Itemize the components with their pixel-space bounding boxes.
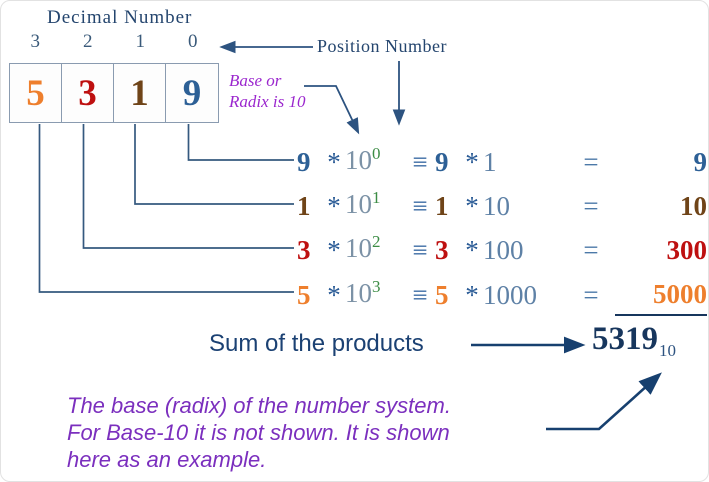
eq3-exponent: 3 <box>372 277 381 296</box>
eq1-exponent: 1 <box>372 188 381 207</box>
digit-cell-3: 3 <box>62 64 114 122</box>
eq1-power-term: 101 <box>345 184 405 228</box>
base-10-text: 10 <box>345 233 372 263</box>
sum-of-products-label: Sum of the products <box>209 330 424 357</box>
eq3-result: 5000 <box>615 274 707 316</box>
connector-digit-1 <box>134 124 294 205</box>
eq2-power-term: 102 <box>345 228 405 272</box>
radix-footnote: The base (radix) of the number system. F… <box>67 392 451 473</box>
eq1-digit: 1 <box>297 191 311 221</box>
multiply-symbol: * <box>327 280 341 310</box>
eq3-power-term: 103 <box>345 273 405 317</box>
eq2-digit: 3 <box>297 235 311 265</box>
eq2-result: 300 <box>666 235 708 265</box>
multiply-symbol: * <box>465 235 479 265</box>
digit-cell-9: 9 <box>182 72 202 114</box>
equivalence-symbol: ≡ <box>412 235 428 265</box>
equivalence-symbol: ≡ <box>412 280 428 310</box>
equivalence-symbol: ≡ <box>412 147 428 177</box>
multiply-symbol: * <box>465 191 479 221</box>
equation-row-0: 9 * 100 ≡ 9 * 1 = 9 <box>297 140 707 180</box>
equals-symbol: = <box>583 147 599 177</box>
base-10-text: 10 <box>345 189 372 219</box>
radix-footnote-line1: The base (radix) of the number system. <box>67 393 451 418</box>
connector-digit-9 <box>187 124 294 161</box>
equation-row-1: 1 * 101 ≡ 1 * 10 = 10 <box>297 184 707 224</box>
eq1-digit-repeat: 1 <box>435 191 449 221</box>
eq2-digit-repeat: 3 <box>435 235 449 265</box>
eq0-result: 9 <box>693 147 708 177</box>
position-label-0: 0 <box>188 31 198 52</box>
base-radix-note-line2: Radix is 10 <box>229 92 306 111</box>
sum-result-value: 5319 <box>592 321 658 357</box>
multiply-symbol: * <box>327 235 341 265</box>
base-radix-note-line1: Base or <box>229 71 282 90</box>
digit-box: 5 3 1 9 <box>9 63 219 123</box>
base-radix-note: Base or Radix is 10 <box>229 70 306 112</box>
connector-digit-3 <box>82 124 294 249</box>
eq3-digit: 5 <box>297 280 311 310</box>
sum-result-base-subscript: 10 <box>659 341 676 360</box>
radix-footnote-line2: For Base-10 it is not shown. It is shown <box>67 420 450 445</box>
eq1-multiplier: 10 <box>483 191 510 221</box>
position-label-2: 2 <box>83 31 93 52</box>
base-radix-arrow <box>304 85 360 135</box>
digit-cell-5: 5 <box>10 64 62 122</box>
equals-symbol: = <box>583 280 599 310</box>
radix-footnote-line3: here as an example. <box>67 447 267 472</box>
eq1-result: 10 <box>680 191 707 221</box>
eq2-multiplier: 100 <box>483 235 524 265</box>
eq0-power-term: 100 <box>345 140 405 184</box>
eq3-multiplier: 1000 <box>483 280 537 310</box>
eq0-multiplier: 1 <box>483 147 497 177</box>
eq2-exponent: 2 <box>372 232 381 251</box>
position-label-1: 1 <box>135 31 146 52</box>
digit-cell-1: 1 <box>114 64 166 122</box>
position-number-title: Position Number <box>317 36 448 56</box>
base-10-text: 10 <box>345 278 372 308</box>
eq0-digit: 9 <box>297 147 311 177</box>
position-labels-row: 3 2 1 0 <box>9 31 219 53</box>
equation-row-3: 5 * 103 ≡ 5 * 1000 = 5000 <box>297 273 707 316</box>
eq3-digit-repeat: 5 <box>435 280 449 310</box>
base-10-text: 10 <box>345 145 372 175</box>
eq0-digit-repeat: 9 <box>435 147 449 177</box>
equation-row-2: 3 * 102 ≡ 3 * 100 = 300 <box>297 228 707 268</box>
multiply-symbol: * <box>327 191 341 221</box>
multiply-symbol: * <box>465 147 479 177</box>
equals-symbol: = <box>583 191 599 221</box>
multiply-symbol: * <box>327 147 341 177</box>
eq0-exponent: 0 <box>372 144 381 163</box>
sum-result: 531910 <box>592 321 676 360</box>
equivalence-symbol: ≡ <box>412 191 428 221</box>
decimal-number-title: Decimal Number <box>47 7 193 28</box>
equals-symbol: = <box>583 235 599 265</box>
connector-digit-5 <box>38 124 294 293</box>
multiply-symbol: * <box>465 280 479 310</box>
position-label-3: 3 <box>30 31 41 52</box>
radix-footnote-arrow <box>546 372 662 431</box>
